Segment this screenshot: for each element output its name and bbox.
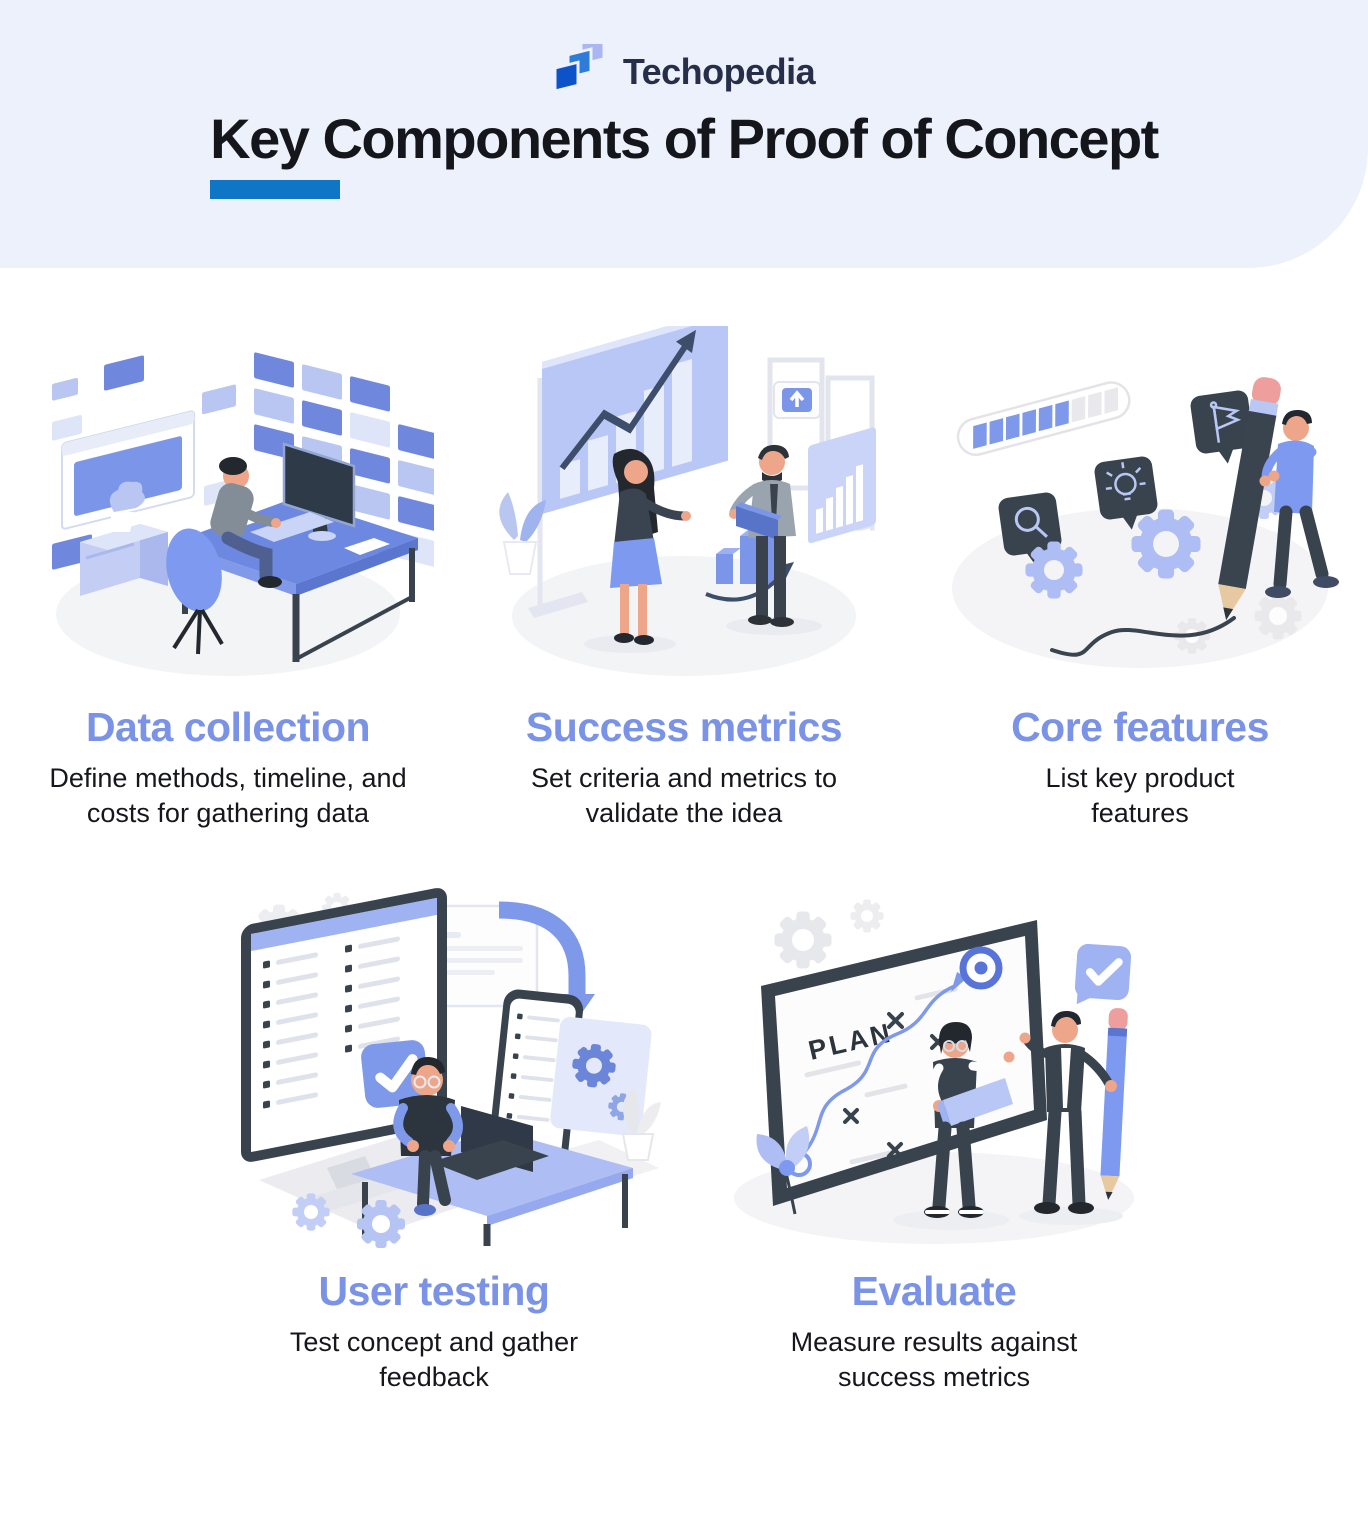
plant [499, 492, 546, 575]
woman-presenting [584, 448, 691, 653]
flag-icon [1209, 401, 1242, 443]
plan-board: PLAN [761, 920, 1047, 1207]
giant-pencil [1218, 377, 1281, 621]
section-title: Core features [1011, 704, 1269, 750]
man-with-laptop [726, 444, 822, 635]
techopedia-logo-mark [553, 44, 606, 93]
success-metrics-illustration [499, 326, 876, 676]
giant-pencil [1100, 1008, 1128, 1200]
office-chair [166, 528, 224, 655]
section-title: User testing [318, 1268, 550, 1315]
person-working [210, 457, 282, 588]
gear-icon [292, 1193, 330, 1231]
progress-bar [956, 381, 1131, 456]
section-title: Success metrics [525, 704, 843, 750]
brand-logo: Techopedia [0, 44, 1368, 100]
pencil-squiggle [1050, 616, 1236, 657]
data-collection-illustration [52, 352, 434, 676]
woman-with-laptop [893, 1022, 1015, 1231]
gear-icon [357, 1200, 405, 1249]
side-chart-stand [808, 427, 876, 560]
page-title: Key Components of Proof of Concept [210, 107, 1159, 170]
gear-icon [1131, 509, 1201, 579]
section-card-success-metrics: Success metrics Set criteria and metrics… [456, 326, 912, 830]
section-description: Define methods, timeline, and costs for … [49, 763, 407, 828]
paper [344, 538, 390, 555]
growth-arrow-icon [559, 329, 696, 471]
section-description: Set criteria and metrics to validate the… [530, 763, 838, 828]
laptop [431, 1106, 549, 1181]
flower [756, 1126, 810, 1215]
person-testing [393, 1057, 463, 1217]
brand-name: Techopedia [622, 51, 816, 92]
top-row: Data collection Define methods, timeline… [0, 326, 1368, 830]
title-underline [210, 179, 341, 199]
section-description: Measure results against success metrics [790, 1327, 1078, 1392]
presentation-screen [528, 326, 728, 618]
gear-icon [1254, 592, 1302, 640]
keyboard [250, 512, 334, 542]
data-card-wall-left [52, 355, 236, 570]
flag-bubble [1190, 390, 1254, 464]
section-title: Data collection [85, 704, 371, 750]
section-card-core-features: Core features List key product features [912, 326, 1368, 830]
section-card-evaluate: PLAN [684, 868, 1184, 1394]
bullseye-target-icon [959, 946, 1003, 990]
man-with-pencil [1019, 1008, 1128, 1226]
drawer-unit [80, 481, 168, 596]
header: Techopedia Key Components of Proof of Co… [0, 0, 1368, 268]
evaluate-illustration: PLAN [734, 899, 1134, 1245]
section-title: Evaluate [851, 1268, 1017, 1315]
gear-icon [1025, 541, 1083, 599]
gear-icon [850, 899, 884, 933]
section-description: Test concept and gather feedback [289, 1327, 579, 1392]
lightbulb-icon [1105, 462, 1146, 501]
gear-icon [570, 1042, 618, 1090]
magnifier-icon [1014, 506, 1048, 538]
section-description: List key product features [1045, 763, 1235, 828]
checkmark-badge-icon [1074, 944, 1132, 1005]
section-card-user-testing: User testing Test concept and gather fee… [184, 868, 684, 1394]
man-holding-pencil [1259, 409, 1339, 598]
user-testing-illustration [241, 888, 661, 1249]
gear-icon [774, 911, 832, 969]
bottom-row: User testing Test concept and gather fee… [184, 868, 1184, 1394]
upload-icon [773, 381, 821, 419]
magnifier-bubble [998, 492, 1062, 566]
lightbulb-bubble [1094, 456, 1158, 530]
plant [621, 1088, 661, 1162]
core-features-illustration [952, 377, 1339, 668]
section-card-data-collection: Data collection Define methods, timeline… [0, 326, 456, 830]
